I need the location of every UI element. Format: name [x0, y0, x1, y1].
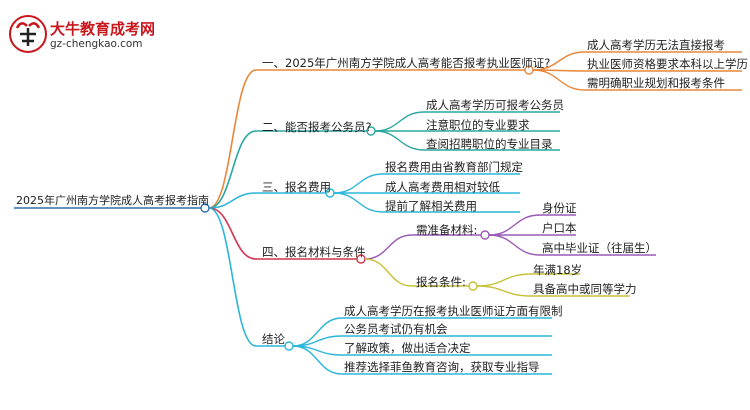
branch-2-item-3: 查阅招聘职位的专业目录 [426, 137, 553, 151]
branch-4-group-2-node [468, 281, 478, 291]
branch-4-group-2-item-1: 年满18岁 [533, 263, 583, 277]
branch-1-item-3-connector [532, 69, 586, 91]
bull-logo-icon [9, 15, 47, 53]
branch-5-node [284, 341, 294, 351]
site-logo: 大牛教育成考网 gz-chengkao.com [8, 14, 178, 54]
branch-5-item-4: 推荐选择菲鱼教育咨询，获取专业指导 [344, 360, 540, 374]
branch-5-item-3: 了解政策，做出适合决定 [344, 341, 471, 355]
branch-5-item-1: 成人高考学历在报考执业医师证方面有限制 [344, 304, 563, 318]
branch-4-group-1-node [480, 230, 490, 240]
branch-2-connector [208, 130, 257, 209]
logo-site-url: gz-chengkao.com [50, 38, 143, 50]
branch-4-group-1-item-2: 户口本 [542, 221, 577, 235]
branch-1-item-2: 执业医师资格要求本科以上学历 [587, 57, 748, 71]
branch-5-connector [208, 207, 257, 347]
branch-1-label: 一、2025年广州南方学院成人高考能否报考执业医师证? [262, 56, 551, 70]
logo-site-name: 大牛教育成考网 [50, 20, 156, 38]
root-node [200, 203, 210, 213]
branch-1-item-1: 成人高考学历无法直接报考 [587, 38, 725, 52]
branch-2-item-1-connector [374, 111, 425, 132]
branch-1-connector [208, 69, 257, 209]
branch-2-label: 二、能否报考公务员? [262, 120, 372, 134]
branch-4-group-1-item-3-connector [488, 234, 541, 256]
branch-3-item-1: 报名费用由省教育部门规定 [385, 160, 523, 174]
branch-4-group-1-item-1-connector [488, 214, 541, 236]
root-topic: 2025年广州南方学院成人高考报考指南 [16, 194, 209, 207]
branch-4-group-2-item-1-connector [476, 273, 532, 287]
branch-3-label: 三、报名费用 [262, 180, 331, 194]
branch-5-item-2: 公务员考试仍有机会 [344, 322, 448, 336]
branch-4-group-1-item-1: 身份证 [542, 201, 577, 215]
branch-4-group-2-label: 报名条件: [416, 275, 466, 289]
branch-2-item-1: 成人高考学历可报考公务员 [426, 98, 564, 112]
branch-4-group-1-label: 需准备材料: [416, 223, 478, 237]
branch-3-item-3: 提前了解相关费用 [385, 199, 477, 213]
branch-3-item-2: 成人高考费用相对较低 [385, 180, 500, 194]
branch-2-item-3-connector [374, 130, 425, 151]
branch-4-group-2-connector [364, 258, 413, 287]
branch-4-label: 四、报名材料与条件 [262, 245, 366, 259]
branch-3-connector [208, 192, 257, 209]
branch-5-item-1-connector [292, 317, 343, 347]
branch-4-group-2-item-2-connector [476, 285, 532, 297]
branch-4-group-1-connector [364, 234, 413, 260]
branch-5-label: 结论 [262, 332, 285, 346]
branch-5-item-4-connector [292, 345, 343, 375]
branch-3-item-3-connector [333, 192, 384, 213]
branch-3-item-1-connector [333, 173, 384, 194]
branch-4-connector [208, 207, 257, 260]
branch-2-item-2: 注意职位的专业要求 [426, 118, 530, 132]
branch-1-item-3: 需明确职业规划和报考条件 [587, 76, 725, 90]
branch-4-group-1-item-3: 高中毕业证（往届生） [542, 241, 657, 255]
branch-4-group-2-item-2: 具备高中或同等学力 [533, 282, 637, 296]
